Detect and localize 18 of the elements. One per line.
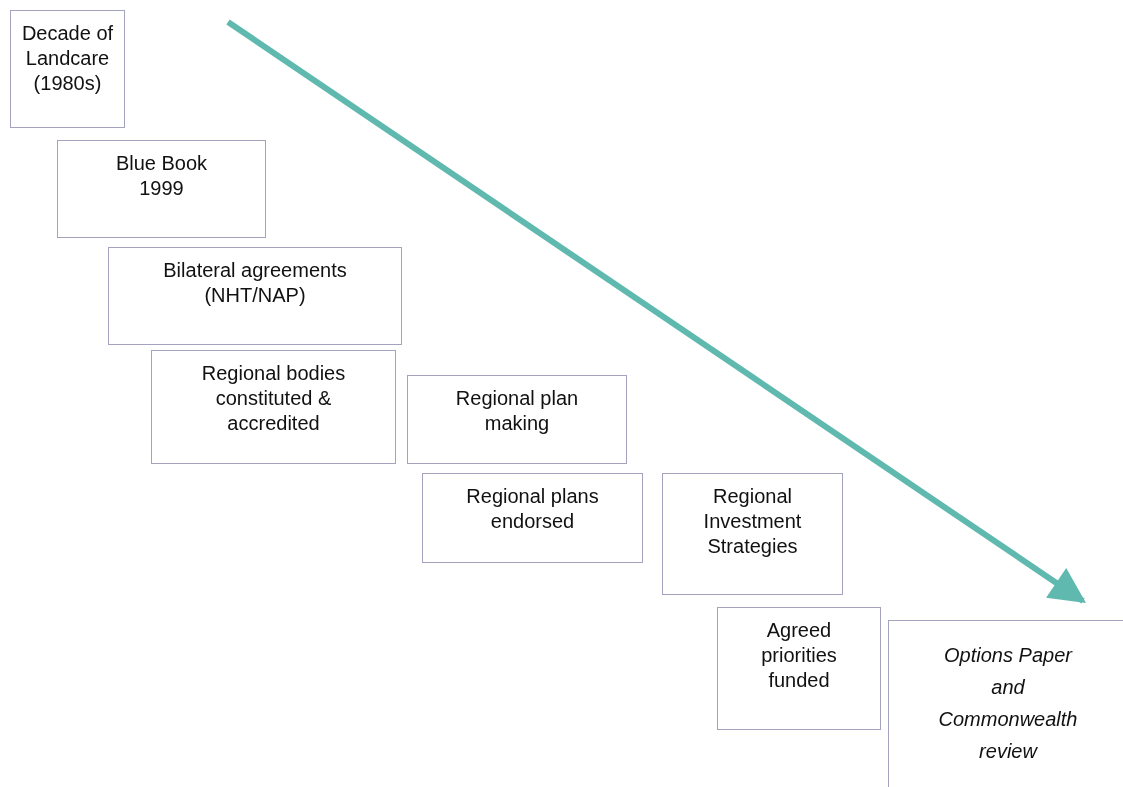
box-label: Agreed priorities funded: [760, 618, 838, 693]
timeline-box: [888, 620, 1123, 787]
box-label: Regional plans endorsed: [465, 484, 600, 534]
timeline-box: [662, 473, 843, 595]
box-label: Decade of Landcare (1980s): [20, 21, 115, 96]
box-label: Regional plan making: [454, 386, 580, 436]
timeline-box: [422, 473, 643, 563]
box-label: Blue Book 1999: [114, 151, 209, 201]
box-label: Bilateral agreements (NHT/NAP): [162, 258, 348, 308]
timeline-box: [57, 140, 266, 238]
timeline-box: [717, 607, 881, 730]
timeline-box: [407, 375, 627, 464]
timeline-box: [151, 350, 396, 464]
box-label: Regional Investment Strategies: [702, 484, 803, 559]
box-label: Options Paper and Commonwealth review: [937, 643, 1079, 764]
box-label: Regional bodies constituted & accredited: [200, 361, 347, 436]
timeline-box: [10, 10, 125, 128]
timeline-box: [108, 247, 402, 345]
